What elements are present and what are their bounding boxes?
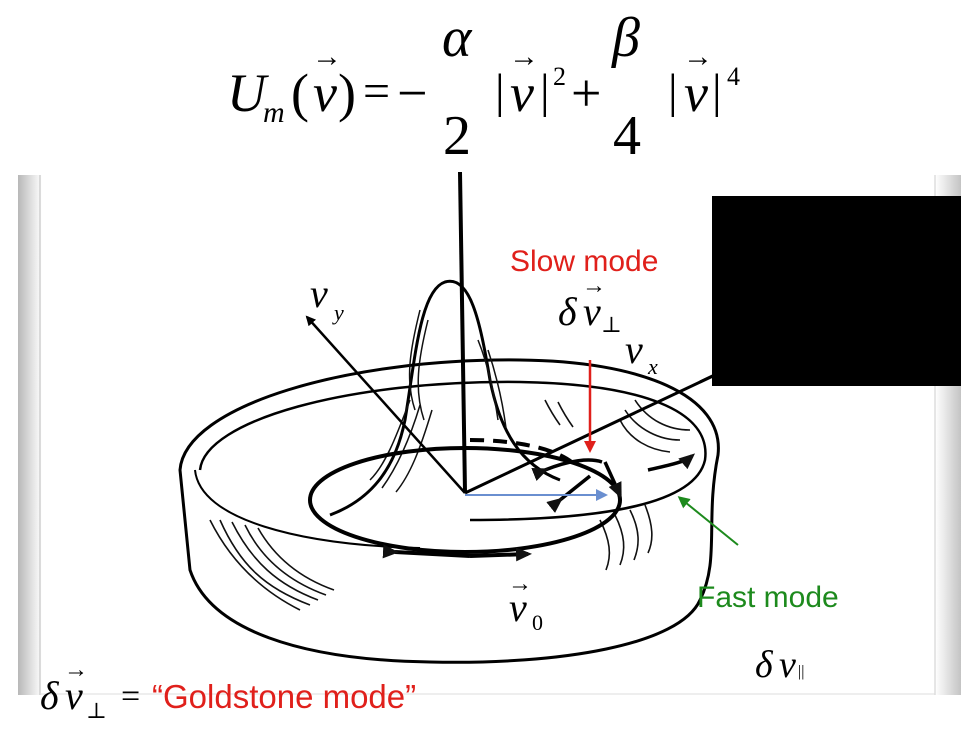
- goldstone-equals: =: [121, 678, 141, 715]
- goldstone-perp: ⊥: [86, 698, 107, 723]
- circulation-arrow-left: [382, 544, 471, 559]
- eq-pow4: 4: [727, 62, 740, 91]
- eq-pow2: 2: [553, 62, 566, 91]
- v0-arrow-glyph: →: [508, 571, 532, 597]
- central-hump: [329, 279, 561, 517]
- goldstone-v: v: [65, 673, 83, 718]
- eq-bar2: |: [540, 65, 550, 118]
- eq-arg-vec-arrow: →: [312, 40, 342, 73]
- bowl-inner-rim: [198, 380, 707, 522]
- eq-U: U: [227, 63, 266, 123]
- fast-mode-label: Fast mode: [697, 581, 839, 614]
- vertical-axis: [458, 171, 467, 493]
- circulation-arrow-outer: [647, 453, 696, 472]
- vy-sub: y: [334, 300, 344, 325]
- eq-alpha: α: [442, 7, 472, 69]
- delta-v-perp-sub: ⊥: [601, 312, 622, 337]
- eq-v2-arrow: →: [683, 40, 713, 73]
- delta-v-perp-arrow: →: [582, 273, 606, 299]
- vy-axis: [305, 315, 466, 494]
- eq-equals: =: [363, 65, 391, 118]
- black-box: [712, 196, 961, 386]
- valley-circle: [308, 446, 622, 554]
- hump-hatching: [369, 309, 507, 493]
- goldstone-v-arrow: →: [64, 657, 88, 683]
- delta-v-par-delta: δ: [755, 644, 773, 686]
- delta-v-perp-v: v: [583, 289, 601, 334]
- eq-paren-open: (: [291, 63, 309, 123]
- eq-v2: v: [684, 63, 708, 123]
- delta-v-par-v: v: [779, 644, 796, 686]
- delta-v-par-sub: ||: [798, 663, 805, 680]
- bowl-inner-rim-left: [194, 469, 421, 549]
- bowl-outline: [178, 358, 720, 664]
- eq-four: 4: [613, 105, 641, 167]
- eq-two: 2: [443, 105, 471, 167]
- bowl-hatching: [209, 399, 691, 611]
- circulation-arrow-right: [469, 547, 532, 562]
- vy-v: v: [310, 271, 328, 316]
- eq-U-sub: m: [263, 96, 285, 129]
- v0-sub: 0: [532, 610, 543, 635]
- eq-arg-v: v: [313, 63, 337, 123]
- eq-plus: +: [571, 63, 602, 123]
- eq-paren-close: ): [338, 63, 356, 123]
- radial-arrow-in: [546, 474, 592, 513]
- eq-bar1: |: [495, 65, 505, 118]
- goldstone-label: “Goldstone mode”: [152, 678, 417, 715]
- eq-v1: v: [510, 63, 534, 123]
- delta-v-perp-delta: δ: [558, 289, 577, 334]
- slow-mode-label: Slow mode: [510, 245, 659, 278]
- v0-v: v: [509, 585, 527, 630]
- vx-v: v: [625, 327, 643, 372]
- eq-v1-arrow: →: [509, 40, 539, 73]
- slide-edge-left: [18, 175, 42, 695]
- eq-minus: −: [397, 63, 428, 123]
- goldstone-delta: δ: [40, 673, 59, 718]
- eq-bar4: |: [712, 65, 722, 118]
- radial-arrow-out: [603, 461, 622, 499]
- eq-bar3: |: [668, 65, 678, 118]
- circulation-arrow-top: [531, 458, 603, 481]
- vx-sub: x: [648, 354, 658, 379]
- fast-mode-arrow: [677, 496, 739, 546]
- eq-beta: β: [612, 7, 640, 69]
